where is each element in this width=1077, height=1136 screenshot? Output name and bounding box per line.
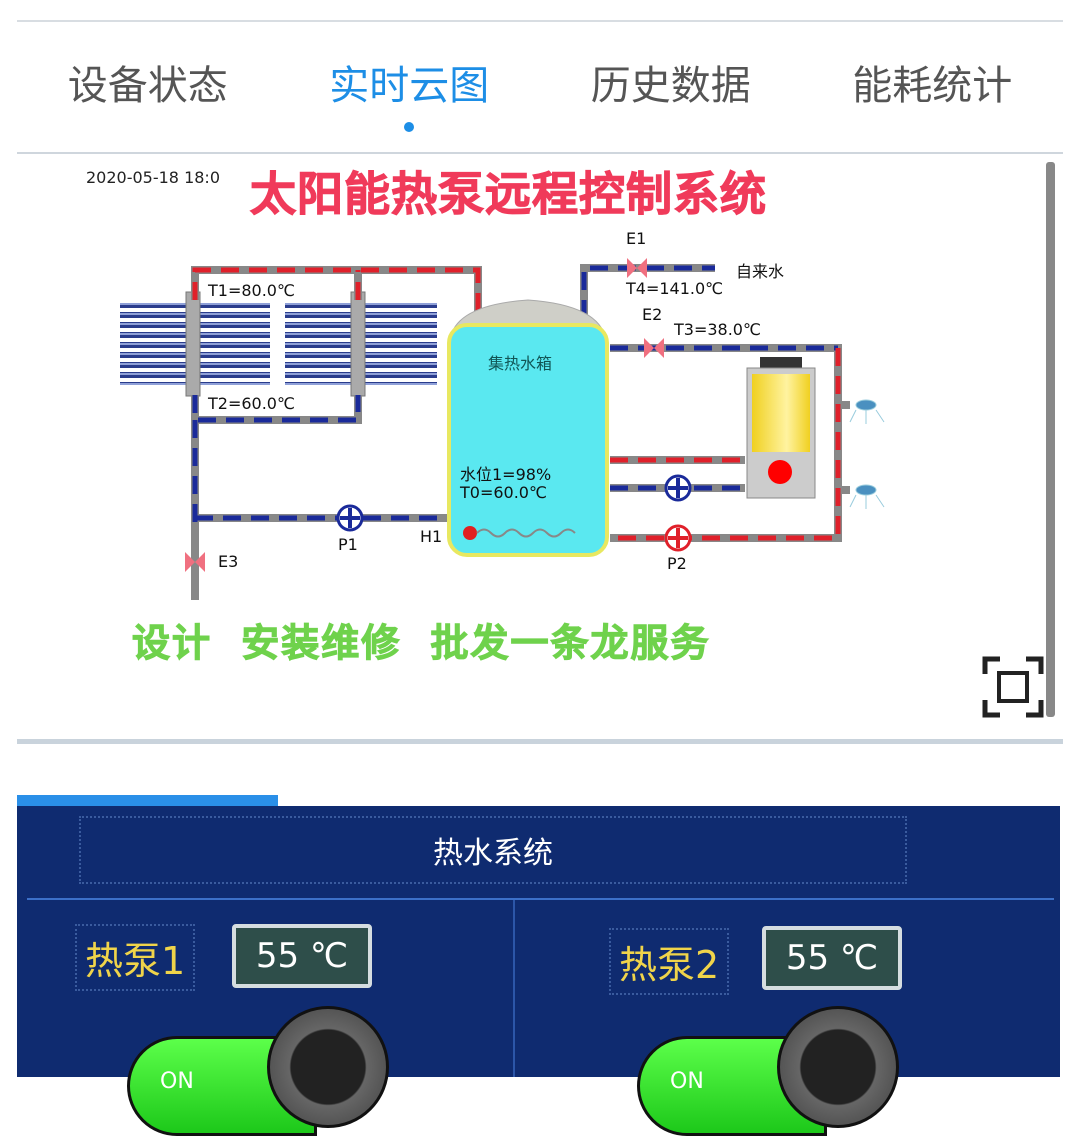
hot-water-panel: 热水系统 热泵1 55 ℃ ON 热泵2 55 ℃ ON xyxy=(17,806,1060,1136)
panel-tab-indicator xyxy=(17,795,278,806)
valve-e3 xyxy=(185,552,205,572)
section-divider xyxy=(17,739,1063,744)
tap-water-label: 自来水 xyxy=(736,262,785,281)
switch-knob[interactable] xyxy=(267,1006,389,1128)
heat-pump-1-label: 热泵1 xyxy=(75,924,196,991)
t0-label: T0=60.0℃ xyxy=(460,483,547,502)
tab-bar: 设备状态 实时云图 历史数据 能耗统计 xyxy=(17,22,1063,154)
solar-collector-2 xyxy=(285,291,437,397)
valve-e1 xyxy=(627,258,647,278)
tab-history-data[interactable]: 历史数据 xyxy=(590,63,751,109)
p1-label: P1 xyxy=(338,535,358,554)
tab-energy-stats[interactable]: 能耗统计 xyxy=(852,63,1013,109)
water-tank xyxy=(447,299,609,557)
tab-device-status[interactable]: 设备状态 xyxy=(67,63,228,109)
pump-middle xyxy=(664,474,692,502)
heat-pump-1-temp: 55 ℃ xyxy=(232,924,372,988)
pump-p1 xyxy=(336,504,364,532)
switch-state: ON xyxy=(160,1069,194,1094)
pump-p2 xyxy=(664,524,692,552)
diagram-title: 太阳能热泵远程控制系统 xyxy=(250,167,767,222)
heat-pump-1-switch[interactable]: ON xyxy=(127,1006,389,1136)
timestamp: 2020-05-18 18:0 xyxy=(86,168,220,187)
water-level: 水位1=98% xyxy=(460,465,552,484)
solar-collector-1 xyxy=(120,291,270,397)
tab-realtime-diagram[interactable]: 实时云图 xyxy=(279,22,541,152)
tank-label: 集热水箱 xyxy=(488,354,553,373)
shower-2 xyxy=(849,484,885,509)
panel-title: 热水系统 xyxy=(79,816,907,884)
valve-e2 xyxy=(644,338,664,358)
e3-label: E3 xyxy=(218,552,239,571)
e1-label: E1 xyxy=(626,229,647,248)
heat-pump-2-temp: 55 ℃ xyxy=(762,926,902,990)
h1-label: H1 xyxy=(420,527,443,546)
scrollbar[interactable] xyxy=(1046,162,1055,717)
slogan: 设计 安装维修 批发一条龙服务 xyxy=(131,621,711,666)
top-divider xyxy=(17,20,1063,22)
fullscreen-icon[interactable] xyxy=(982,656,1044,718)
t2-label: T2=60.0℃ xyxy=(208,394,295,413)
t4-label: T4=141.0℃ xyxy=(626,279,724,298)
e2-label: E2 xyxy=(642,305,663,324)
switch-state: ON xyxy=(670,1069,704,1094)
heat-pump-2-switch[interactable]: ON xyxy=(637,1006,899,1136)
switch-knob[interactable] xyxy=(777,1006,899,1128)
hot-pipe xyxy=(192,267,481,318)
panel-divider xyxy=(27,898,1054,900)
heat-pump-unit xyxy=(746,357,816,499)
panel-column-divider xyxy=(513,900,515,1077)
heat-pump-2-label: 热泵2 xyxy=(609,928,730,995)
shower-1 xyxy=(849,399,885,424)
t3-label: T3=38.0℃ xyxy=(674,320,761,339)
system-diagram xyxy=(120,258,885,600)
p2-label: P2 xyxy=(667,554,687,573)
t1-label: T1=80.0℃ xyxy=(208,281,295,300)
